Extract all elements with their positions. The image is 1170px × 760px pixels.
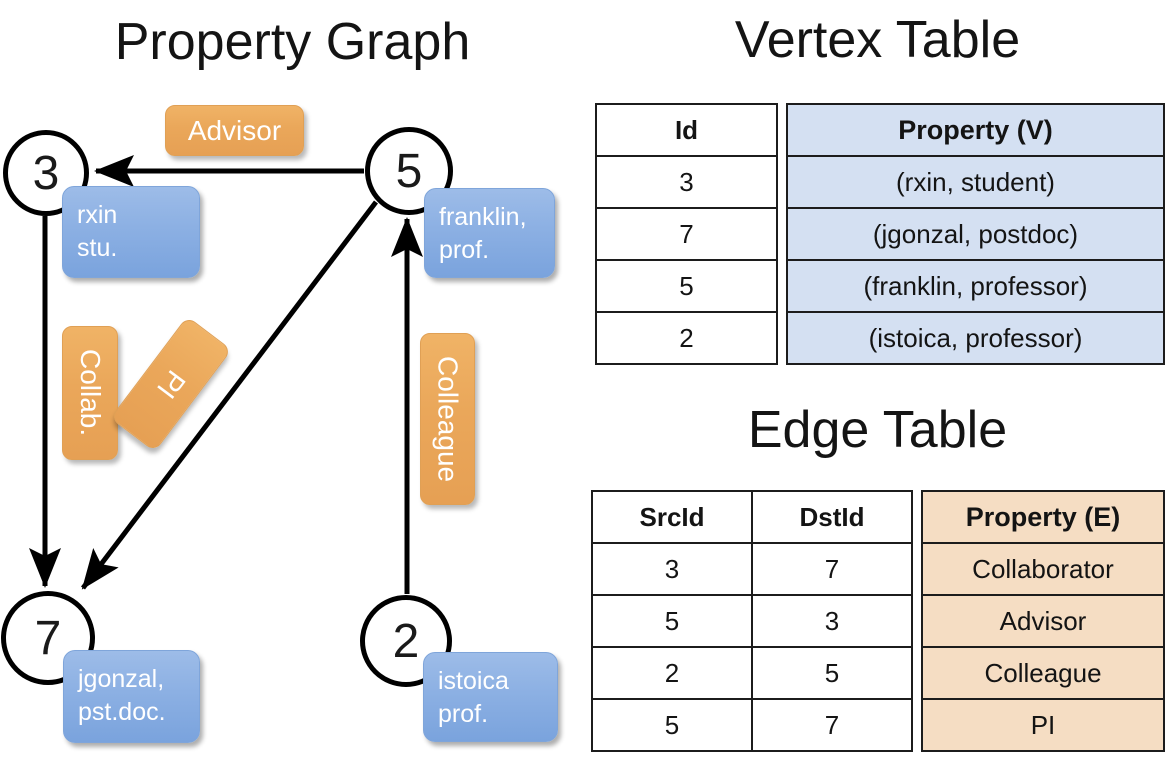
page-title-property-graph: Property Graph [114, 13, 471, 71]
vertex-table-cell-id: 3 [595, 155, 778, 209]
graph-node-7-label: 7 [34, 611, 62, 665]
vertex-table-cell-property: (rxin, student) [786, 155, 1165, 209]
vertex-property-box-3[interactable]: rxin stu. [62, 186, 200, 278]
table-row[interactable]: Colleague [921, 646, 1165, 700]
vertex-property-box-3-line2: stu. [77, 234, 118, 262]
graph-node-5-label: 5 [395, 144, 423, 198]
table-row[interactable]: Collaborator [921, 542, 1165, 596]
vertex-property-box-7[interactable]: jgonzal, pst.doc. [63, 650, 200, 743]
edge-label-pi-text: PI [151, 364, 192, 405]
vertex-property-box-3-line1: rxin [77, 201, 118, 229]
vertex-property-box-5[interactable]: franklin, prof. [424, 188, 555, 278]
table-row[interactable]: 5 3 [591, 594, 913, 648]
graph-node-5[interactable]: 5 [365, 127, 453, 215]
vertex-table-header-id: Id [595, 103, 778, 157]
table-row[interactable]: 2 5 [591, 646, 913, 700]
vertex-table-property-column: Property (V) (rxin, student) (jgonzal, p… [786, 103, 1165, 365]
vertex-property-box-2-line2: prof. [438, 700, 489, 728]
vertex-property-box-2-line1: istoica [438, 667, 509, 695]
edge-arrow-pi [81, 200, 378, 590]
edge-table-cell-srcid: 5 [591, 594, 753, 648]
table-row[interactable]: 7 [595, 207, 778, 261]
table-row[interactable]: Advisor [921, 594, 1165, 648]
edge-table-cell-srcid: 2 [591, 646, 753, 700]
graph-node-2-label: 2 [392, 614, 420, 668]
edge-table-header-property: Property (E) [921, 490, 1165, 544]
edge-table-header-srcid: SrcId [591, 490, 753, 544]
edge-table-cell-dstid: 3 [751, 594, 913, 648]
edge-label-colleague-text: Colleague [432, 355, 464, 483]
vertex-table-cell-property: (jgonzal, postdoc) [786, 207, 1165, 261]
vertex-table-header-property: Property (V) [786, 103, 1165, 157]
table-header-row: SrcId DstId [591, 490, 913, 544]
edge-table-cell-dstid: 5 [751, 646, 913, 700]
table-row[interactable]: 3 [595, 155, 778, 209]
table-header-row: Property (V) [786, 103, 1165, 157]
edge-table-cell-dstid: 7 [751, 698, 913, 752]
edge-table-cell-property: Colleague [921, 646, 1165, 700]
page-title-vertex-table: Vertex Table [734, 11, 1021, 69]
vertex-property-box-2[interactable]: istoica prof. [423, 652, 558, 742]
vertex-property-box-7-line2: pst.doc. [78, 698, 166, 726]
edge-table-cell-property: Collaborator [921, 542, 1165, 596]
vertex-table-cell-id: 2 [595, 311, 778, 365]
graph-edge-arrows [29, 155, 423, 594]
vertex-table-cell-id: 5 [595, 259, 778, 313]
edge-label-colleague[interactable]: Colleague [420, 333, 475, 505]
edge-label-advisor-text: Advisor [187, 114, 282, 146]
graph-node-3-label: 3 [32, 146, 60, 200]
edge-label-collab[interactable]: Collab. [62, 326, 118, 460]
table-row[interactable]: 5 7 [591, 698, 913, 752]
table-row[interactable]: 5 [595, 259, 778, 313]
edge-table-cell-property: Advisor [921, 594, 1165, 648]
vertex-table-cell-id: 7 [595, 207, 778, 261]
edge-label-advisor[interactable]: Advisor [165, 105, 304, 156]
vertex-property-box-7-line1: jgonzal, [78, 665, 165, 693]
edge-label-collab-text: Collab. [75, 349, 106, 437]
vertex-property-box-5-line1: franklin, [439, 203, 527, 231]
table-header-row: Id [595, 103, 778, 157]
table-row[interactable]: 2 [595, 311, 778, 365]
page-title-edge-table: Edge Table [747, 401, 1008, 459]
table-row[interactable]: 3 7 [591, 542, 913, 596]
vertex-table-id-column: Id 3 7 5 2 [595, 103, 778, 365]
table-row[interactable]: PI [921, 698, 1165, 752]
vertex-table-cell-property: (franklin, professor) [786, 259, 1165, 313]
edge-table-cell-srcid: 3 [591, 542, 753, 596]
edge-table-cell-dstid: 7 [751, 542, 913, 596]
edge-table-header-dstid: DstId [751, 490, 913, 544]
vertex-property-box-5-line2: prof. [439, 236, 490, 264]
edge-table-cell-property: PI [921, 698, 1165, 752]
table-row[interactable]: (rxin, student) [786, 155, 1165, 209]
graph-node-2[interactable]: 2 [360, 595, 452, 687]
table-header-row: Property (E) [921, 490, 1165, 544]
edge-table-property-column: Property (E) Collaborator Advisor Collea… [921, 490, 1165, 752]
edge-table-src-dst-columns: SrcId DstId 3 7 5 3 2 5 5 7 [591, 490, 913, 752]
table-row[interactable]: (istoica, professor) [786, 311, 1165, 365]
table-row[interactable]: (jgonzal, postdoc) [786, 207, 1165, 261]
table-row[interactable]: (franklin, professor) [786, 259, 1165, 313]
vertex-table-cell-property: (istoica, professor) [786, 311, 1165, 365]
edge-table-cell-srcid: 5 [591, 698, 753, 752]
